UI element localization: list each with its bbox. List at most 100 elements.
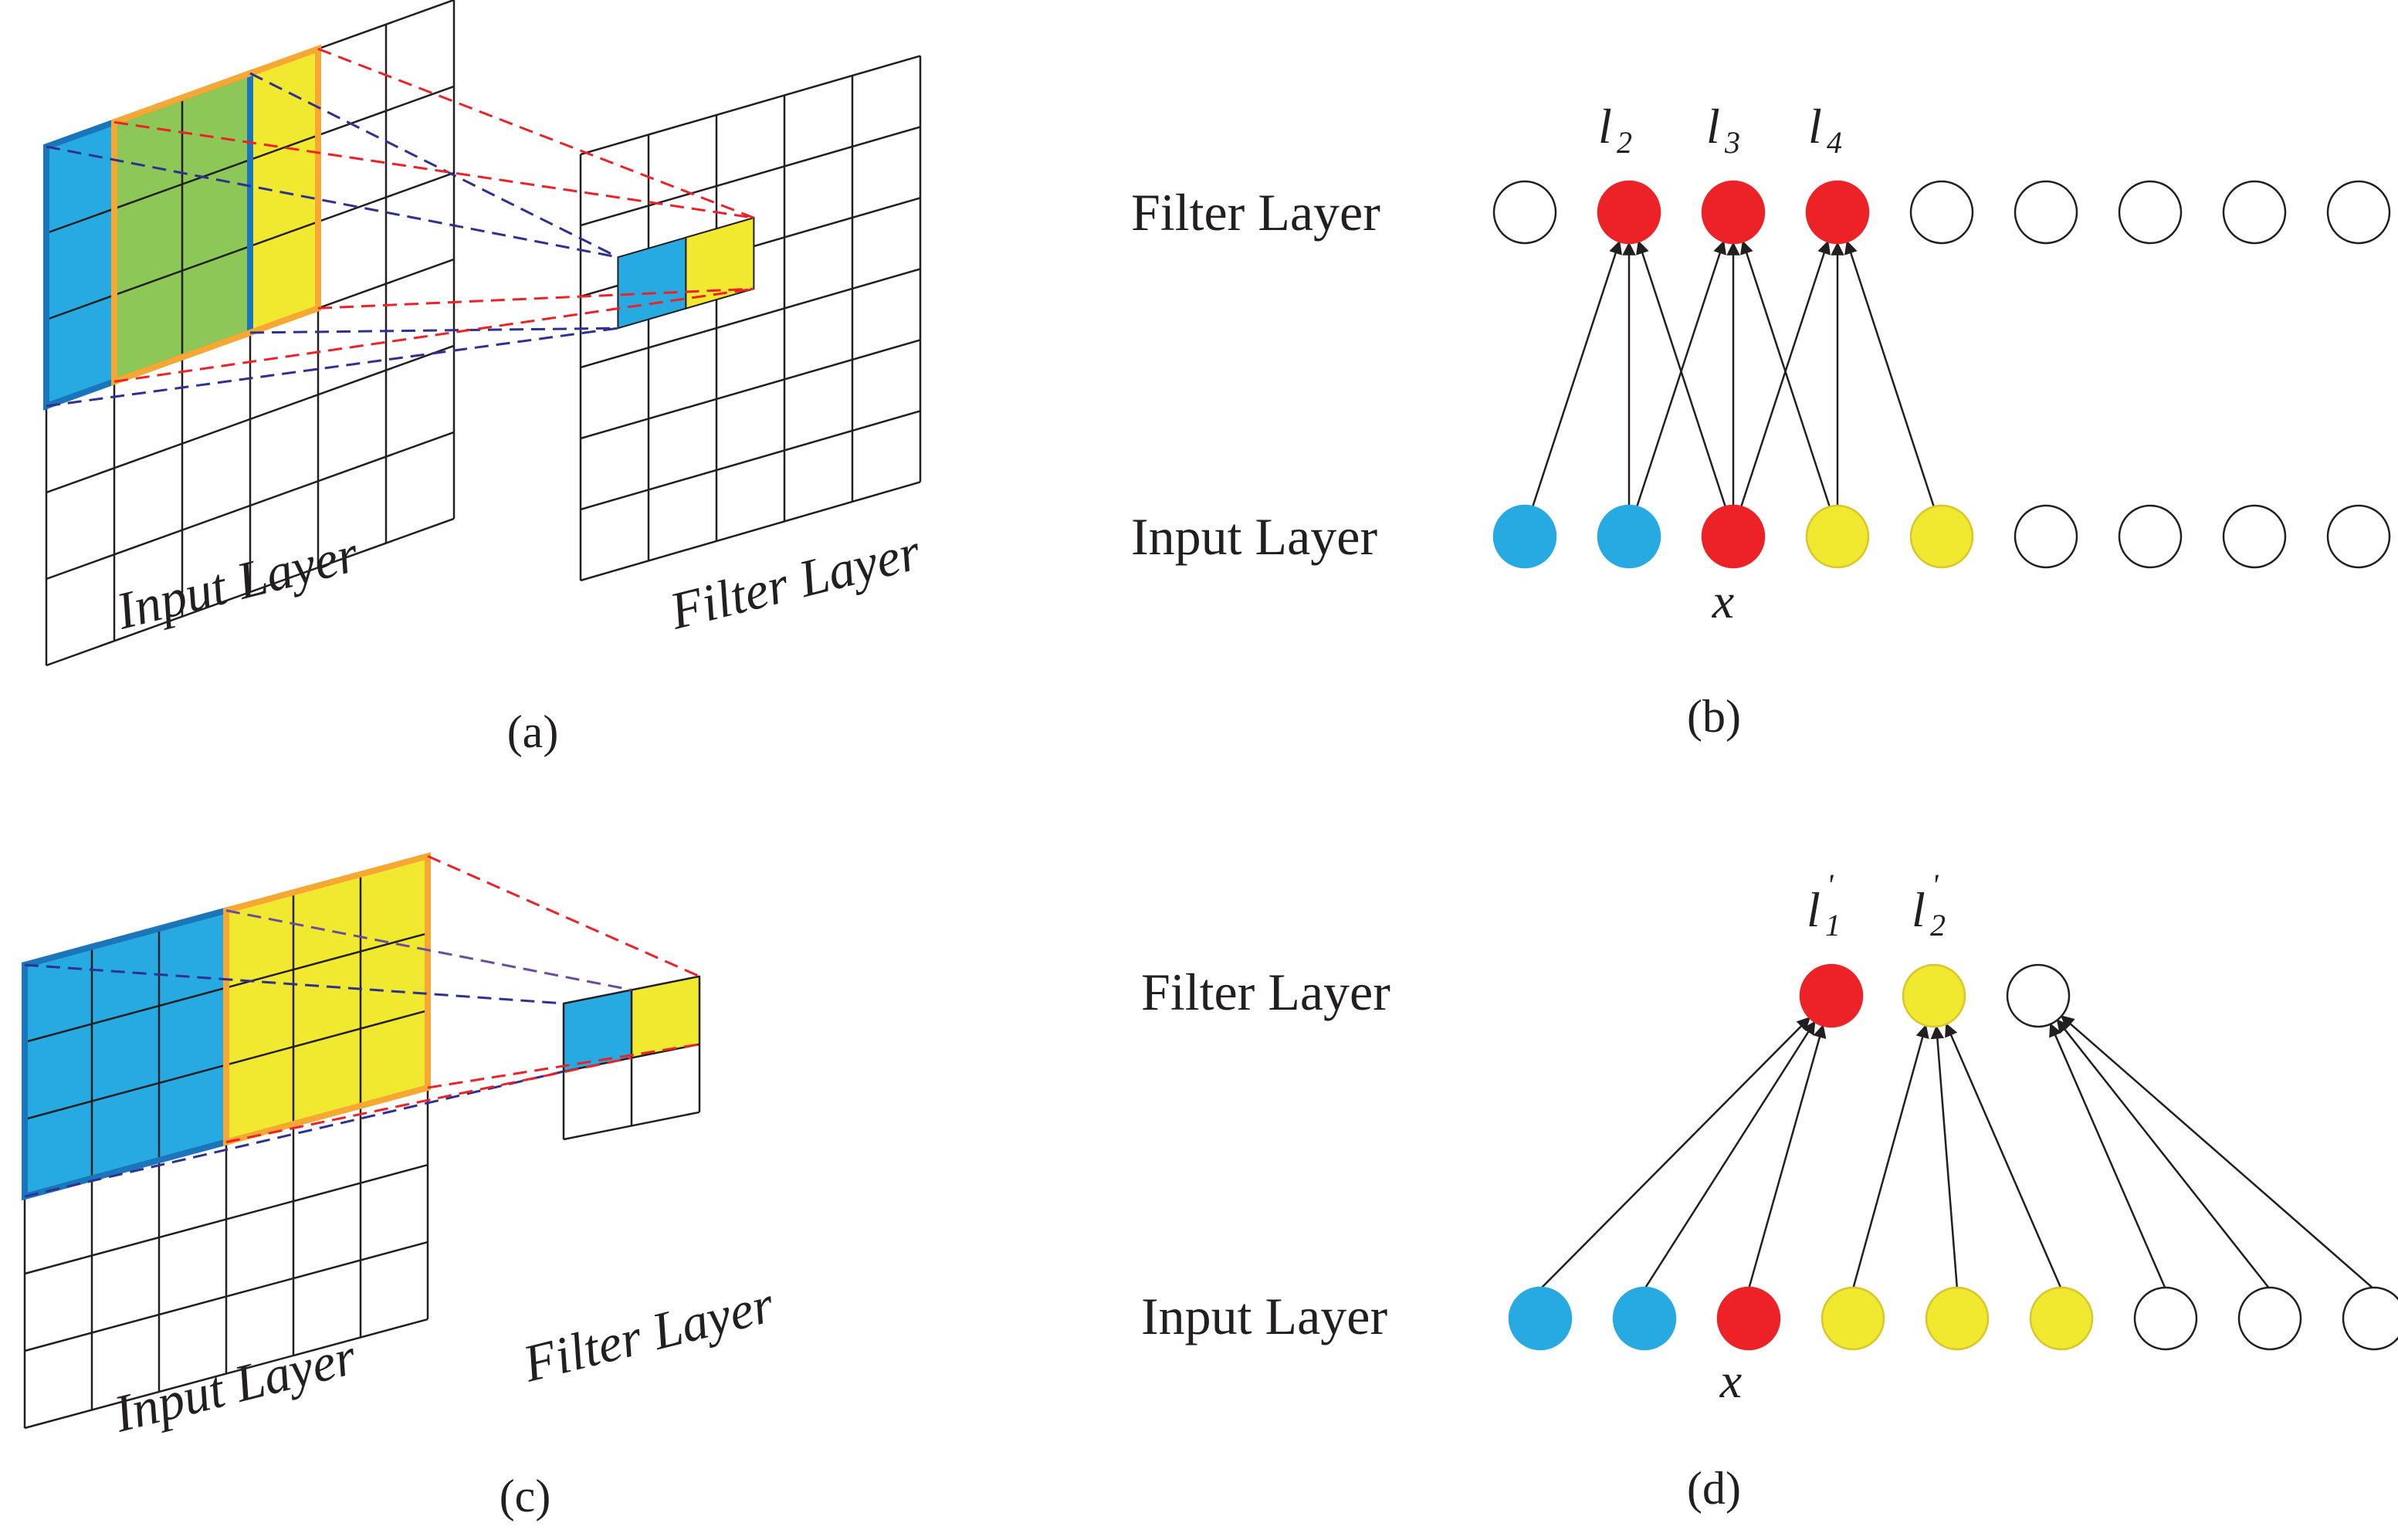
panel-b-filter-nodes xyxy=(1492,180,2391,245)
panel-a: Input Layer Filter Layer (a) xyxy=(43,0,926,757)
node-label-sub: 2 xyxy=(1930,908,1946,943)
panel-b-input-nodes xyxy=(1492,504,2391,569)
d-edge-arrow xyxy=(1539,1017,1811,1290)
panel-d-edges xyxy=(1539,1015,2375,1290)
b-edge-arrow xyxy=(1740,240,1831,508)
b-input-node xyxy=(1805,504,1870,569)
c-dashed-connector xyxy=(24,963,564,1005)
panel-d-node-label-l1-prime: l 1 ' xyxy=(1807,868,1841,943)
b-filter-node xyxy=(1909,180,1974,245)
panel-c-input-highlights xyxy=(22,851,431,1201)
panel-a-filter-highlights xyxy=(617,216,755,330)
d-input-node xyxy=(1508,1286,1573,1351)
b-edge-arrow xyxy=(1636,240,1727,508)
panel-c-input-label: Input Layer xyxy=(107,1326,362,1443)
a-filter-grid-row-line xyxy=(580,55,921,156)
b-filter-node xyxy=(1492,180,1557,245)
panel-d-filter-layer-label: Filter Layer xyxy=(1141,963,1390,1021)
d-filter-node xyxy=(1902,963,1966,1028)
node-label-sup: ' xyxy=(1932,868,1939,902)
b-edge-arrow xyxy=(1531,240,1622,508)
panel-a-input-highlights xyxy=(43,44,321,411)
panel-b-edges xyxy=(1531,240,1936,508)
d-input-node xyxy=(2133,1286,2198,1351)
node-label-base: l xyxy=(1912,882,1926,937)
panel-c-dashed-connectors xyxy=(24,855,700,1198)
panel-b-caption: (b) xyxy=(1687,691,1741,742)
node-label-base: l xyxy=(1808,99,1822,154)
panel-a-caption: (a) xyxy=(507,706,559,757)
panel-d-x-label: x xyxy=(1719,1353,1742,1408)
d-edge-arrow xyxy=(1851,1024,1929,1290)
panel-b-filter-layer-label: Filter Layer xyxy=(1131,183,1380,242)
node-label-sub: 4 xyxy=(1827,125,1842,160)
b-input-node xyxy=(2326,504,2391,569)
b-input-node xyxy=(1909,504,1974,569)
b-filter-node xyxy=(2118,180,2183,245)
c-dashed-connector xyxy=(24,1070,564,1198)
c-dashed-connector xyxy=(427,855,700,978)
c-input-cell-blue xyxy=(24,909,227,1198)
d-input-node xyxy=(2237,1286,2302,1351)
a-dashed-connector xyxy=(46,145,618,259)
panel-b: Filter Layer Input Layer l 2 l 3 l 4 x (… xyxy=(1131,99,2391,742)
b-filter-node xyxy=(2222,180,2287,245)
panel-b-node-label-l4: l 4 xyxy=(1808,99,1842,160)
panel-b-input-layer-label-text: Input Layer xyxy=(1131,507,1377,566)
b-edge-arrow xyxy=(1635,240,1726,508)
a-filter-grid-row-line xyxy=(580,268,921,369)
d-filter-node xyxy=(2006,963,2071,1028)
panel-d-input-nodes xyxy=(1508,1286,2398,1351)
b-filter-node xyxy=(1805,180,1870,245)
a-dashed-connector xyxy=(249,327,618,334)
a-input-cell-blue xyxy=(46,120,115,408)
d-edge-arrow xyxy=(1945,1023,2063,1290)
d-edge-arrow xyxy=(2049,1023,2167,1290)
b-edge-arrow xyxy=(1844,240,1936,508)
node-label-sub: 2 xyxy=(1617,125,1632,160)
panel-c-caption: (c) xyxy=(500,1471,551,1521)
b-input-node xyxy=(2222,504,2287,569)
d-input-node xyxy=(1716,1286,1781,1351)
b-input-node xyxy=(2118,504,2183,569)
a-filter-grid-row-line xyxy=(580,481,921,582)
node-label-sub: 3 xyxy=(1724,125,1740,160)
panel-d-caption: (d) xyxy=(1687,1463,1741,1514)
a-dashed-connector xyxy=(317,47,754,219)
node-label-sup: ' xyxy=(1827,868,1834,902)
a-dashed-connector xyxy=(317,287,754,310)
b-filter-node xyxy=(1701,180,1766,245)
b-input-node xyxy=(2014,504,2078,569)
c-input-cell-yellow xyxy=(225,855,428,1143)
node-label-base: l xyxy=(1807,882,1821,937)
panel-d-input-layer-label: Input Layer xyxy=(1141,1287,1387,1345)
d-edge-arrow xyxy=(1930,1025,1959,1290)
c-dashed-connector xyxy=(225,1056,632,1143)
panel-a-input-label: Input Layer xyxy=(110,523,364,640)
d-edge-arrow xyxy=(1747,1024,1827,1290)
node-label-base: l xyxy=(1706,99,1720,154)
panel-b-x-label: x xyxy=(1712,574,1734,628)
a-input-cell-yellow xyxy=(249,47,319,334)
d-edge-arrow xyxy=(2060,1015,2375,1290)
b-input-node xyxy=(1701,504,1766,569)
panel-c: Input Layer Filter Layer (c) xyxy=(22,851,780,1521)
a-filter-grid-row-line xyxy=(580,410,921,511)
d-edge-arrow xyxy=(2056,1019,2271,1290)
a-dashed-connector xyxy=(46,327,618,408)
d-input-node xyxy=(2029,1286,2094,1351)
b-input-node xyxy=(1492,504,1557,569)
panel-a-dashed-connectors xyxy=(46,47,754,408)
b-edge-arrow xyxy=(1739,240,1831,508)
node-label-sub: 1 xyxy=(1825,908,1841,943)
d-input-node xyxy=(1821,1286,1885,1351)
a-filter-grid-row-line xyxy=(580,339,921,440)
d-input-node xyxy=(2342,1286,2398,1351)
b-input-node xyxy=(1597,504,1661,569)
d-input-node xyxy=(1612,1286,1677,1351)
panel-a-filter-label: Filter Layer xyxy=(663,522,926,641)
a-filter-cell-blue xyxy=(617,236,687,330)
d-input-node xyxy=(1925,1286,1990,1351)
panel-b-node-label-l3: l 3 xyxy=(1706,99,1740,160)
